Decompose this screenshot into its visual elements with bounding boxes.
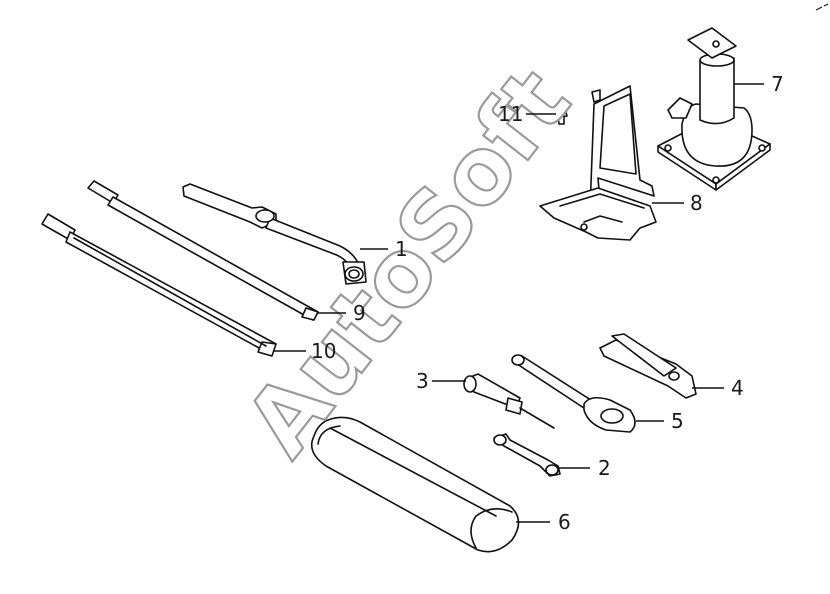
callout-3: 3 <box>416 369 429 393</box>
callout-4: 4 <box>731 376 744 400</box>
callout-2: 2 <box>598 456 611 480</box>
part-1-wheel-wrench <box>182 183 367 285</box>
callout-11: 11 <box>498 102 523 126</box>
part-5-tube-wrench <box>511 354 636 433</box>
callout-8: 8 <box>690 191 703 215</box>
callout-10: 10 <box>311 339 336 363</box>
part-10-extension-bar <box>41 213 277 357</box>
callout-5: 5 <box>671 409 684 433</box>
part-9-extension-bar <box>87 180 319 321</box>
part-11-bolt <box>554 108 568 125</box>
callout-1: 1 <box>395 237 408 261</box>
part-4-pliers <box>599 333 697 399</box>
part-7-bottle-jack <box>657 27 771 191</box>
part-6-tool-bag <box>310 416 520 553</box>
part-2-spanner <box>493 433 561 477</box>
callout-6: 6 <box>558 510 571 534</box>
part-8-bracket <box>539 85 657 241</box>
part-3-screwdriver <box>463 373 555 429</box>
corner-mark <box>815 3 829 11</box>
watermark-text: AutoSoft <box>225 49 591 475</box>
callout-9: 9 <box>353 301 366 325</box>
callout-7: 7 <box>771 72 784 96</box>
